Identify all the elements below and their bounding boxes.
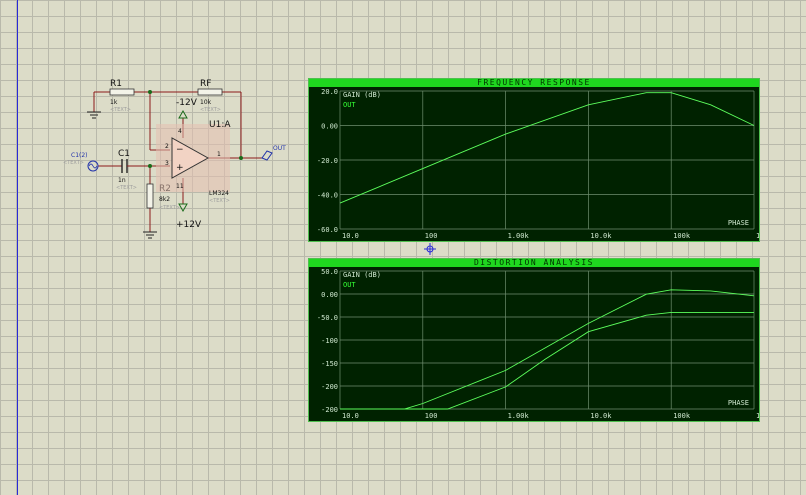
rf-value: 10k — [200, 99, 212, 106]
graph-grid — [339, 90, 755, 230]
series-line-2 — [340, 311, 754, 410]
x-tick-label: 1.00k — [508, 412, 530, 420]
u1-text: <TEXT> — [209, 198, 230, 204]
opamp-noninverting-symbol: + — [176, 163, 184, 173]
opamp-u1a[interactable]: − + 2 3 1 4 11 U1:A LM324 <TEXT> — [156, 120, 231, 204]
capacitor-c1[interactable]: C1 1n <TEXT> — [116, 149, 137, 191]
pin-3-label: 3 — [165, 160, 169, 167]
trace-label-out[interactable]: OUT — [343, 101, 356, 109]
y-tick-label: 0.00 — [321, 123, 338, 131]
x-tick-label: 10.0k — [590, 232, 612, 240]
pin-4-label: 4 — [178, 128, 182, 135]
resistor-rf[interactable]: RF 10k <TEXT> — [197, 79, 223, 113]
x-tick-label: 1.00M — [756, 412, 759, 420]
phase-label: PHASE — [728, 219, 749, 227]
junction-dot — [239, 156, 243, 160]
series-line-1 — [340, 289, 755, 410]
pin-11-label: 11 — [176, 183, 184, 190]
output-terminal[interactable]: OUT — [261, 145, 286, 161]
r1-text: <TEXT> — [110, 107, 131, 113]
x-tick-label: 100k — [673, 412, 691, 420]
c1-text: <TEXT> — [116, 185, 137, 191]
opamp-inverting-symbol: − — [176, 145, 184, 155]
source-text: <TEXT> — [63, 160, 84, 166]
y-tick-label: 50.0 — [321, 268, 338, 276]
x-tick-label: 100 — [425, 232, 438, 240]
phase-label: PHASE — [728, 399, 749, 407]
graph-frequency-response[interactable]: FREQUENCY RESPONSE 20.0 0.00 -20.0 -40.0 -60… — [308, 78, 760, 242]
ground-symbol-r2 — [143, 231, 157, 239]
plot-area — [339, 92, 755, 204]
source-label: C1(2) — [71, 152, 88, 159]
series-line-1 — [339, 92, 755, 204]
y-tick-label: -200 — [321, 383, 338, 391]
y-tick-label: -200 — [321, 406, 338, 414]
x-tick-label: 10.0 — [342, 412, 359, 420]
plot-area — [340, 289, 755, 410]
c1-ref: C1 — [118, 149, 130, 159]
junction-dot — [148, 90, 152, 94]
pin-1-label: 1 — [217, 151, 221, 158]
ground-symbol-r1 — [87, 111, 101, 119]
graph-grid — [339, 270, 755, 410]
supply-positive-label: +12V — [176, 220, 202, 230]
y-axis-label: GAIN (dB) — [343, 91, 381, 99]
u1-ref: U1:A — [209, 120, 231, 130]
output-label: OUT — [273, 145, 286, 152]
origin-axis-line — [17, 0, 18, 495]
y-tick-label: 0.00 — [321, 291, 338, 299]
supply-negative-terminal[interactable]: -12V — [176, 98, 198, 119]
x-tick-label: 100k — [673, 232, 691, 240]
y-tick-label: -60.0 — [317, 226, 338, 234]
junction-dot — [148, 164, 152, 168]
resistor-r1[interactable]: R1 1k <TEXT> — [109, 79, 135, 113]
rf-text: <TEXT> — [200, 107, 221, 113]
x-tick-label: 10.0k — [590, 412, 612, 420]
graph-title: DISTORTION ANALYSIS — [309, 259, 759, 267]
graph-distortion-analysis[interactable]: DISTORTION ANALYSIS 50.0 0.00 -50.0 -100 -15… — [308, 258, 760, 422]
x-tick-label: 1.00k — [508, 232, 530, 240]
ac-source-terminal[interactable]: C1(2) <TEXT> — [63, 152, 99, 172]
y-tick-label: -150 — [321, 360, 338, 368]
x-tick-label: 1.00M — [756, 232, 759, 240]
y-tick-label: -50.0 — [317, 314, 338, 322]
rf-ref: RF — [200, 79, 211, 89]
supply-negative-label: -12V — [176, 98, 198, 108]
y-tick-label: 20.0 — [321, 88, 338, 96]
x-tick-label: 100 — [425, 412, 438, 420]
graph-title: FREQUENCY RESPONSE — [309, 79, 759, 87]
supply-positive-terminal[interactable]: +12V — [176, 203, 202, 230]
crosshair-cursor-icon — [424, 243, 436, 255]
r2-text: <TEXT> — [159, 205, 180, 211]
y-tick-label: -100 — [321, 337, 338, 345]
x-tick-label: 10.0 — [342, 232, 359, 240]
y-tick-label: -20.0 — [317, 157, 338, 165]
y-tick-label: -40.0 — [317, 192, 338, 200]
y-axis-label: GAIN (dB) — [343, 271, 381, 279]
trace-label-out[interactable]: OUT — [343, 281, 356, 289]
c1-value: 1n — [118, 177, 126, 184]
r2-value: 8k2 — [159, 196, 170, 203]
pin-2-label: 2 — [165, 143, 169, 150]
r1-ref: R1 — [110, 79, 122, 89]
u1-part: LM324 — [209, 190, 229, 197]
r1-value: 1k — [110, 99, 118, 106]
